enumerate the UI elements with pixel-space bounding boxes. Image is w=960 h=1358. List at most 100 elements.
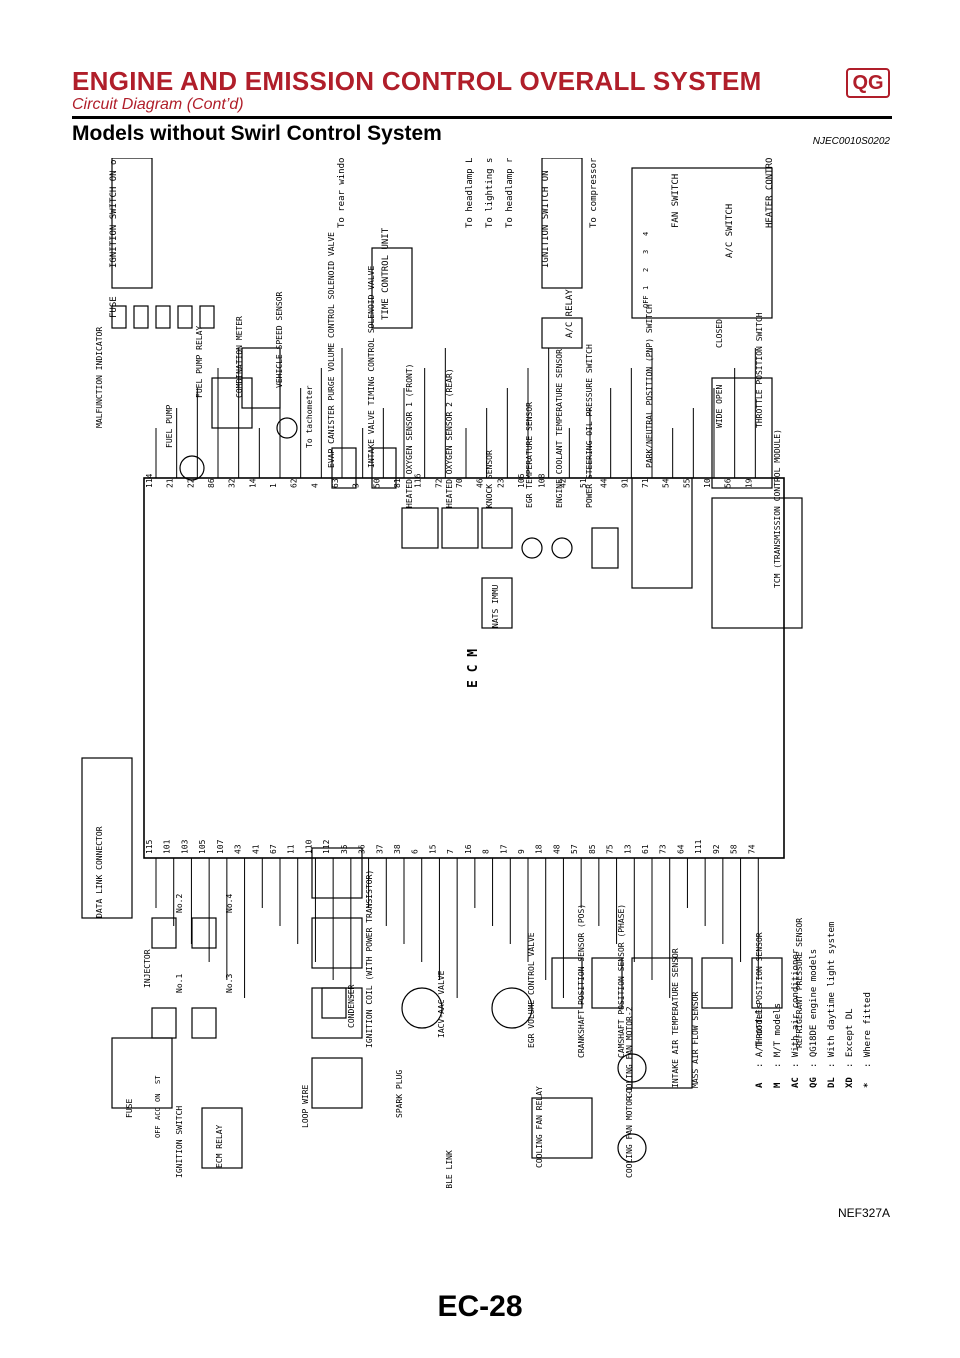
component-label: A/C RELAY bbox=[565, 289, 575, 338]
legend-text: : With air conditioner bbox=[791, 948, 801, 1068]
component-label: EGR TEMPERATURE SENSOR bbox=[525, 402, 534, 508]
ect-sensor bbox=[551, 537, 573, 559]
ignition-position-label: ST bbox=[154, 1075, 162, 1084]
component-label: ENGINE COOLANT TEMPERATURE SENSOR bbox=[555, 349, 564, 508]
component-label: COMBINATION METER bbox=[235, 316, 244, 398]
ecm-pin-label: 36 bbox=[358, 844, 367, 854]
component-label: HEATED OXYGEN SENSOR 1 (FRONT) bbox=[405, 364, 414, 509]
component-label: To lighting switch bbox=[485, 158, 495, 228]
component-label: FUEL PUMP bbox=[165, 404, 174, 448]
ecm-relay-box bbox=[201, 1107, 243, 1169]
component-label: TIME CONTROL UNIT bbox=[381, 227, 391, 320]
iacv-aac-valve bbox=[401, 987, 443, 1029]
ecm-pin-label: 7 bbox=[446, 849, 455, 854]
component-label: FUEL PUMP RELAY bbox=[195, 326, 204, 398]
component-label: MALFUNCTION INDICATOR bbox=[95, 327, 104, 428]
legend-code: QG bbox=[809, 1077, 819, 1088]
legend-text: : M/T models bbox=[773, 1003, 783, 1068]
component-label: LOOP WIRE bbox=[301, 1084, 310, 1128]
component-label: FUSE bbox=[109, 296, 119, 318]
component-label: MASS AIR FLOW SENSOR bbox=[691, 991, 700, 1088]
component-label: FAN SWITCH bbox=[671, 174, 681, 228]
page-header-title: ENGINE AND EMISSION CONTROL OVERALL SYST… bbox=[72, 66, 762, 96]
pnp-switch-box bbox=[631, 477, 693, 589]
ignition-coil-box bbox=[311, 917, 363, 969]
fuel-pump-relay-box bbox=[211, 377, 253, 429]
component-label: HEATED OXYGEN SENSOR 2 (REAR) bbox=[445, 368, 454, 508]
ivt-solenoid-box bbox=[371, 447, 397, 489]
ho2s2-box bbox=[441, 507, 479, 549]
cooling-fan-motor-2 bbox=[617, 1053, 647, 1083]
ecm-pin-label: 56 bbox=[724, 478, 733, 488]
ecm-pin-label: 17 bbox=[499, 844, 508, 854]
ecm-pin-label: 14 bbox=[248, 478, 257, 488]
ac-relay-box bbox=[541, 317, 583, 349]
component-label: CAMSHAFT POSITION SENSOR (PHASE) bbox=[617, 904, 626, 1058]
component-label: No.1 bbox=[175, 974, 184, 993]
component-label: A/C SWITCH bbox=[725, 204, 735, 258]
heater-control-panel-box bbox=[631, 167, 773, 319]
ecm-pin-label: 85 bbox=[588, 844, 597, 854]
ecm-pin-label: 15 bbox=[428, 844, 437, 854]
ecm-pin-label: 105 bbox=[198, 839, 207, 854]
component-label: POWER STEERING OIL PRESSURE SWITCH bbox=[585, 344, 594, 508]
ecm-pin-label: 58 bbox=[730, 844, 739, 854]
legend-text: : QG18DE engine models bbox=[809, 949, 819, 1068]
legend-code: AC bbox=[791, 1077, 801, 1088]
cooling-fan-motor-1 bbox=[617, 1133, 647, 1163]
component-label: COOLING FAN RELAY bbox=[535, 1086, 544, 1168]
ecm-pin-label: 91 bbox=[620, 478, 629, 488]
component-label: FUSIBLE LINK bbox=[445, 1150, 454, 1188]
ecm-pin-label: 48 bbox=[552, 844, 561, 854]
ecm-pin-label: 72 bbox=[434, 478, 443, 488]
throttle-position-switch-box bbox=[711, 377, 773, 489]
component-label: To headlamp LH bbox=[465, 158, 475, 228]
ecm-pin-label: 51 bbox=[579, 478, 588, 488]
ecm-pin-label: 116 bbox=[414, 473, 423, 488]
egr-volume-control-valve bbox=[491, 987, 533, 1029]
crankshaft-sensor-box bbox=[551, 957, 583, 1009]
page-header-subtitle: Circuit Diagram (Cont’d) bbox=[72, 96, 244, 113]
ecm-pin-label: 67 bbox=[269, 844, 278, 854]
vehicle-speed-sensor bbox=[276, 417, 298, 439]
component-label: SPARK PLUG bbox=[395, 1070, 404, 1118]
section-code: NJEC0010S0202 bbox=[812, 136, 890, 147]
injector-box bbox=[191, 1007, 217, 1039]
injector-box bbox=[191, 917, 217, 949]
ecm-pin-label: 101 bbox=[163, 839, 172, 854]
ecm-pin-label: 108 bbox=[538, 473, 547, 488]
ignition-switch-grid bbox=[111, 1037, 173, 1109]
legend-text: : Except DL bbox=[845, 1008, 855, 1068]
ecm-pin-label: 3 bbox=[352, 483, 361, 488]
legend-text: : A/T models bbox=[755, 1003, 765, 1068]
ecm-pin-label: 42 bbox=[558, 478, 567, 488]
component-label: HEATER CONTROL PANEL bbox=[765, 158, 775, 228]
ecm-pin-label: 16 bbox=[464, 844, 473, 854]
ecm-pin-label: 70 bbox=[455, 478, 464, 488]
ecm-pin-label: 86 bbox=[207, 478, 216, 488]
refrigerant-pressure-sensor-box bbox=[751, 957, 783, 1009]
ignition-position-label: ACC bbox=[154, 1107, 162, 1120]
component-label: COOLING FAN MOTOR-2 bbox=[625, 1006, 634, 1098]
ecm-pin-label: 107 bbox=[216, 839, 225, 854]
component-label: KNOCK SENSOR bbox=[485, 450, 494, 508]
fuse-symbol bbox=[199, 305, 215, 329]
ignition-switch-box bbox=[111, 157, 153, 289]
component-label: CLOSED bbox=[715, 319, 724, 348]
ignition-position-label: ON bbox=[154, 1094, 162, 1102]
legend-code: XD bbox=[845, 1077, 855, 1088]
ecm-pin-label: 114 bbox=[145, 473, 154, 488]
fuse-symbol bbox=[111, 305, 127, 329]
component-label: CRANKSHAFT POSITION SENSOR (POS) bbox=[577, 904, 586, 1058]
component-label: ECM RELAY bbox=[215, 1124, 224, 1168]
component-label: No.4 bbox=[225, 894, 234, 913]
component-label: THROTTLE POSITION SENSOR bbox=[755, 932, 764, 1048]
component-label: No.2 bbox=[175, 894, 184, 913]
egr-temp-sensor bbox=[521, 537, 543, 559]
ecm-pin-label: 57 bbox=[570, 844, 579, 854]
ecm-pin-label: 64 bbox=[676, 844, 685, 854]
ps-pressure-switch-box bbox=[591, 527, 619, 569]
ecm-pin-label: 4 bbox=[310, 483, 319, 488]
evap-solenoid-box bbox=[331, 447, 357, 489]
fan-position-label: 4 bbox=[642, 232, 650, 236]
